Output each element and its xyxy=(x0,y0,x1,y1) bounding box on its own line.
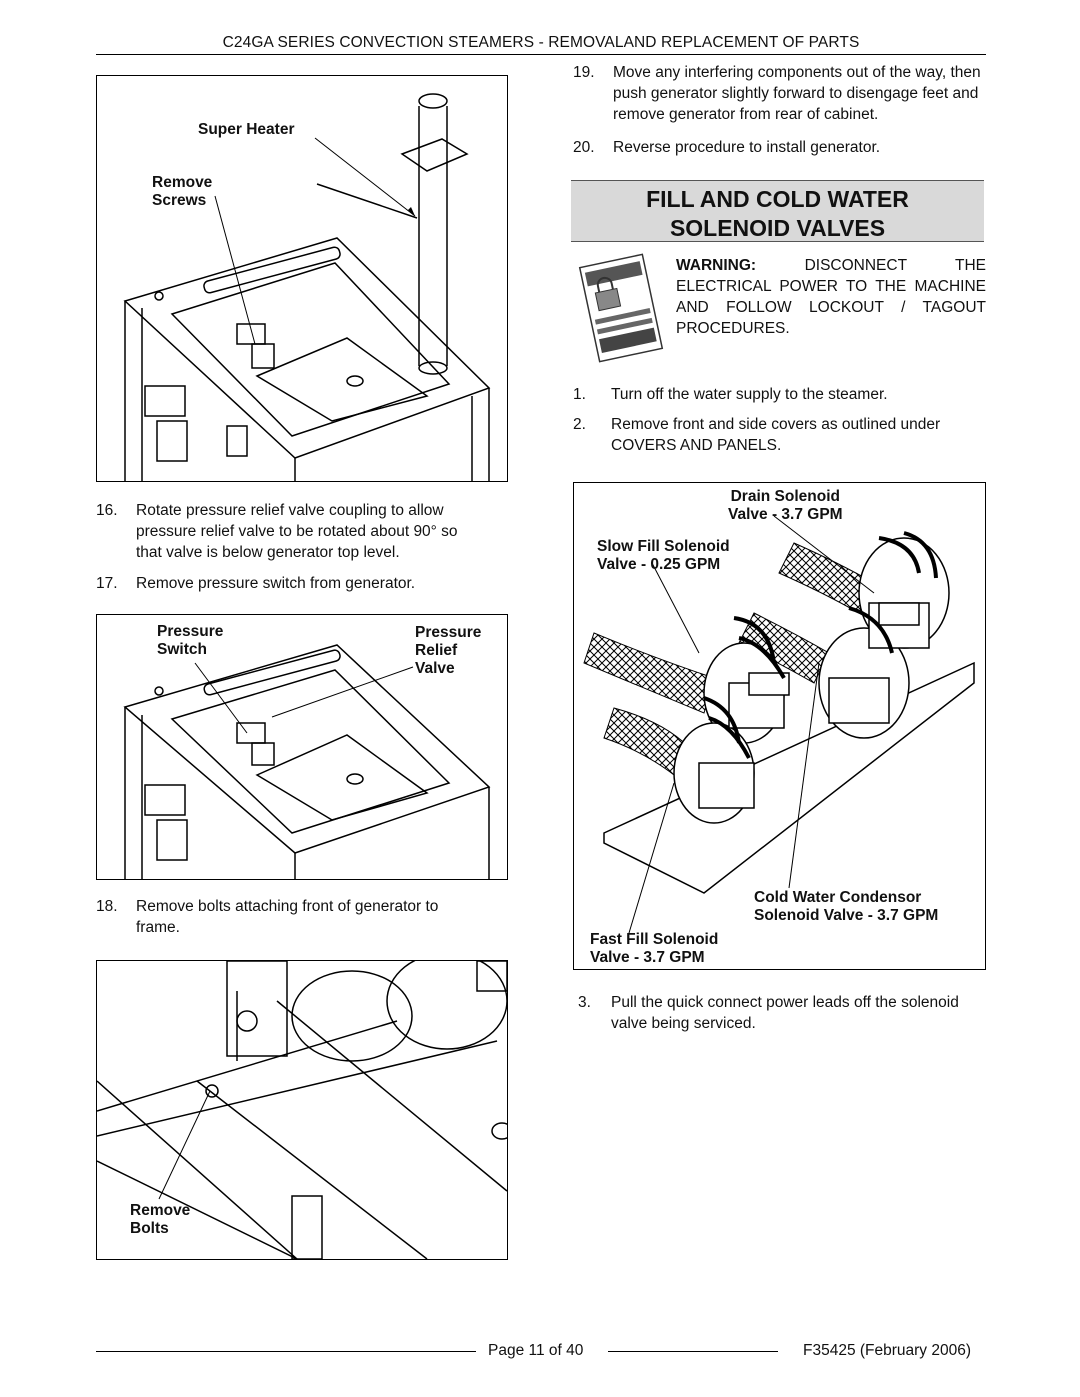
step-20: 20. Reverse procedure to install generat… xyxy=(573,137,985,158)
super-heater-illustration xyxy=(123,93,491,481)
pressure-switch-illustration xyxy=(123,644,491,879)
step-number: 2. xyxy=(573,416,586,433)
step-text: Remove bolts attaching front of generato… xyxy=(136,898,439,936)
remove-bolts-illustration xyxy=(97,961,507,1259)
figure-remove-bolts: Remove Bolts xyxy=(96,960,508,1260)
step-number: 17. xyxy=(96,575,118,592)
step-text: Reverse procedure to install generator. xyxy=(613,139,881,156)
figure-super-heater: Super Heater Remove Screws xyxy=(96,75,508,482)
step-3: 3. Pull the quick connect power leads of… xyxy=(578,992,985,1034)
label-pressure-switch: Pressure Switch xyxy=(157,623,224,658)
step-18: 18. Remove bolts attaching front of gene… xyxy=(96,896,486,938)
step-text: Move any interfering components out of t… xyxy=(613,64,981,123)
label-fast-fill-solenoid: Fast Fill Solenoid Valve - 3.7 GPM xyxy=(590,931,719,966)
step-text: Turn off the water supply to the steamer… xyxy=(611,386,888,403)
step-17: 17. Remove pressure switch from generato… xyxy=(96,573,486,594)
figure-pressure-switch: Pressure Switch Pressure Relief Valve xyxy=(96,614,508,880)
step-text: Pull the quick connect power leads off t… xyxy=(611,994,959,1032)
step-number: 16. xyxy=(96,502,118,519)
warning-text: WARNING: DISCONNECT THE ELECTRICAL POWER… xyxy=(676,255,986,339)
step-2: 2. Remove front and side covers as outli… xyxy=(573,414,985,456)
footer-rule-left xyxy=(96,1351,476,1352)
warning-label: WARNING: xyxy=(676,257,757,274)
page-header: C24GA SERIES CONVECTION STEAMERS - REMOV… xyxy=(222,34,860,51)
step-19: 19. Move any interfering components out … xyxy=(573,62,985,125)
label-cold-water-solenoid: Cold Water Condensor Solenoid Valve - 3.… xyxy=(754,889,939,924)
step-text: Remove front and side covers as outlined… xyxy=(611,416,941,454)
section-title-line2: SOLENOID VALVES xyxy=(669,215,886,241)
label-remove-screws: Remove Screws xyxy=(152,174,213,209)
step-text: Remove pressure switch from generator. xyxy=(136,575,416,592)
step-number: 18. xyxy=(96,898,118,915)
step-number: 3. xyxy=(578,994,591,1011)
step-16: 16. Rotate pressure relief valve couplin… xyxy=(96,500,486,563)
step-number: 1. xyxy=(573,386,586,403)
step-text: Rotate pressure relief valve coupling to… xyxy=(136,502,458,561)
step-1: 1. Turn off the water supply to the stea… xyxy=(573,384,985,405)
page-number: Page 11 of 40 xyxy=(488,1342,584,1359)
section-title: FILL AND COLD WATER SOLENOID VALVES xyxy=(571,180,984,242)
header-rule xyxy=(96,54,986,55)
section-title-line1: FILL AND COLD WATER xyxy=(646,186,909,212)
lockout-tagout-icon xyxy=(575,252,667,364)
footer-rule-right xyxy=(608,1351,778,1352)
step-number: 20. xyxy=(573,139,595,156)
label-super-heater: Super Heater xyxy=(198,121,295,138)
step-number: 19. xyxy=(573,64,595,81)
label-drain-solenoid: Drain Solenoid Valve - 3.7 GPM xyxy=(728,488,843,523)
document-id: F35425 (February 2006) xyxy=(803,1342,972,1359)
solenoid-valves-illustration xyxy=(583,515,975,934)
label-pressure-relief-valve: Pressure Relief Valve xyxy=(415,624,482,677)
warning-body: DISCONNECT THE ELECTRICAL POWER TO THE M… xyxy=(676,257,986,337)
label-remove-bolts: Remove Bolts xyxy=(130,1202,191,1237)
figure-solenoid-valves: Drain Solenoid Valve - 3.7 GPM Slow Fill… xyxy=(573,482,986,970)
label-slow-fill-solenoid: Slow Fill Solenoid Valve - 0.25 GPM xyxy=(597,538,730,573)
